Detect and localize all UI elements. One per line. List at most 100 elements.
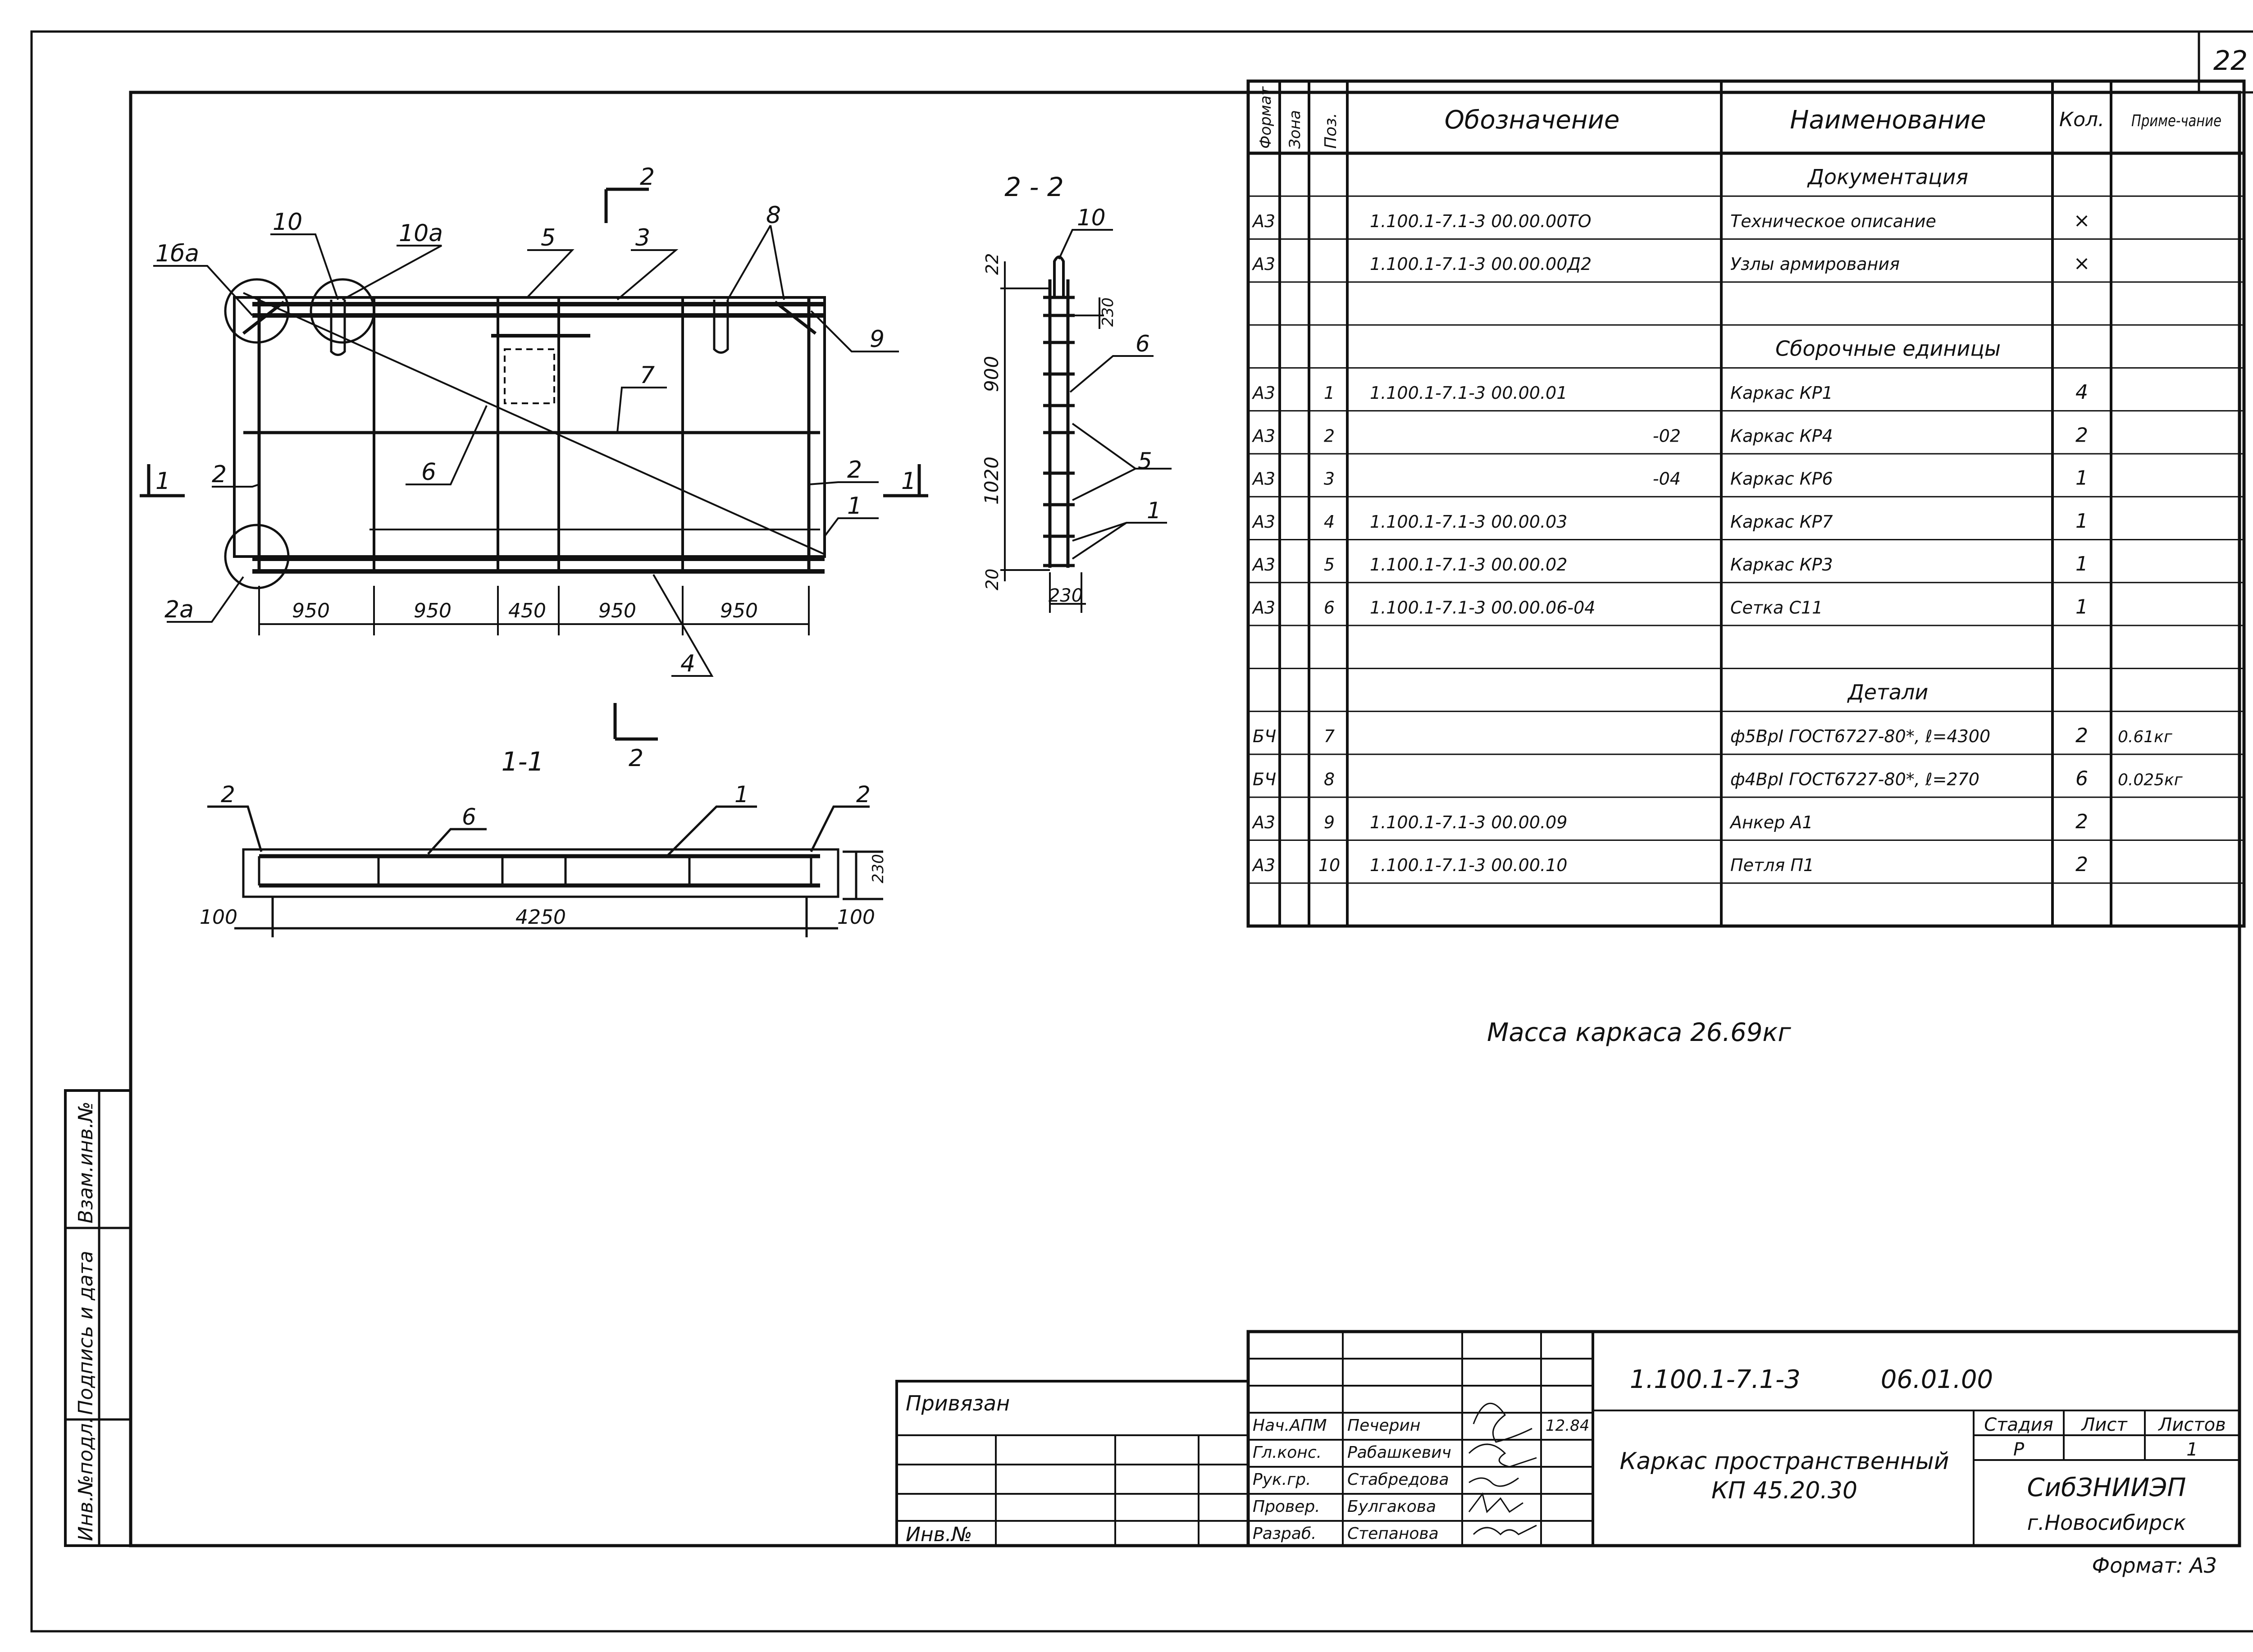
privyazan-label: Привязан [906,1391,1010,1415]
stage-label: Стадия [1984,1415,2053,1435]
section-22-callout-10: 10 [1077,205,1106,231]
spec-cell-format: А3 [1251,812,1275,832]
spec-header-qty: Кол. [2059,108,2104,131]
spec-cell-name: Техническое описание [1730,211,1936,231]
spec-cell-qty: 2 [2075,724,2088,747]
spec-cell-name: Каркас КР1 [1730,383,1833,403]
spec-cell-pos: 3 [1324,469,1335,489]
spec-cell-name: Сетка С11 [1730,598,1823,617]
role-2: Рук.гр. [1253,1470,1311,1489]
plan-callout-4: 4 [680,650,695,677]
spec-cell-pos: 4 [1324,512,1335,532]
spec-cell-format: А3 [1251,855,1275,875]
org-name: СибЗНИИЭП [2027,1473,2186,1502]
plan-leaders [153,225,899,677]
spec-cell-name: Каркас КР3 [1730,555,1833,575]
section-22-dim-900: 900 [981,356,1003,392]
spec-cell-name: Каркас КР6 [1730,469,1833,489]
loop-right [713,300,729,354]
plan-callout-10: 10 [273,209,302,236]
section-22-title: 2 - 2 [1004,172,1064,202]
spec-cell-name: Узлы армирования [1730,254,1900,274]
role-1-person: Рабашкевич [1347,1443,1451,1462]
spec-cell-qty: 6 [2075,767,2088,790]
spec-cell-pos: 2 [1324,426,1335,446]
side-stamp: Инв.№подл. Подпись и дата Взам.инв.№ [64,1089,132,1547]
spec-cell-format: А3 [1251,469,1275,489]
page-number-box [2198,30,2253,94]
spec-cell-designation: 1.100.1-7.1-3 00.00.02 [1370,555,1567,575]
spec-cell-format: А3 [1251,426,1275,446]
format-label: Формат: А3 [2092,1553,2217,1578]
side-stamp-inv-orig: Инв.№подл. [74,1417,97,1541]
spec-cell-note: 0.025кг [2118,771,2183,789]
outer-border [30,30,2253,1633]
spec-section-title: Сборочные единицы [1775,337,2001,361]
spec-cell-name: Каркас КР4 [1730,426,1833,446]
spec-cell-format: А3 [1251,555,1275,575]
org-city: г.Новосибирск [2027,1511,2186,1535]
role-4-person: Степанова [1347,1524,1439,1543]
spec-cell-format: А3 [1251,211,1275,231]
spec-cell-designation: 1.100.1-7.1-3 00.00.03 [1370,512,1567,532]
spec-cell-designation: 1.100.1-7.1-3 00.00.09 [1370,812,1567,832]
spec-cell-designation: 1.100.1-7.1-3 00.00.06-04 [1370,598,1595,617]
side-stamp-sign-date: Подпись и дата [74,1251,97,1415]
spec-header-zone: Зона [1286,110,1304,149]
role-3: Провер. [1253,1497,1320,1516]
sheets-label: Листов [2157,1415,2226,1435]
plan-dim-2: 950 [414,599,452,622]
plan-callout-1: 1 [847,493,862,520]
section-11-callout-2-left: 2 [221,781,235,808]
section-22-dim-22: 22 [982,253,1002,275]
spec-cell-qty: 1 [2075,510,2088,533]
section-marks-plan [140,187,928,741]
section-22-dim-1020: 1020 [981,456,1003,505]
spec-cell-designation: -02 [1653,426,1681,446]
plan-callout-8: 8 [766,202,781,229]
mass-note: Масса каркаса 26.69кг [1487,1018,1791,1047]
spec-cell-qty: × [2074,252,2090,275]
detail-circle-2a [224,524,290,589]
spec-header-name: Наименование [1790,105,1986,135]
plan-callout-6: 6 [421,459,436,486]
spec-cell-name: Каркас КР7 [1730,512,1833,532]
spec-cell-qty: × [2074,209,2090,232]
plan-callout-10a: 10а [399,220,443,247]
detail-circle-1ba [224,278,290,344]
plan-callout-7: 7 [640,362,655,389]
section-11-outline [242,848,839,898]
section-11-callout-2-right: 2 [856,781,871,808]
sheet-label: Лист [2080,1415,2128,1435]
diagonal-mesh [243,292,825,555]
spec-cell-pos: 7 [1324,726,1335,746]
spec-header-pos: Поз. [1322,113,1340,149]
plan-callout-5: 5 [541,224,556,251]
plan-dimension-line [258,586,810,635]
section-11-dim-100-left: 100 [200,906,237,929]
spec-cell-qty: 1 [2075,595,2088,618]
plan-section-mark-1-left: 1 [155,468,170,495]
plan-view: 1ба 10 10а 5 3 8 9 7 6 2 2 1 2а 4 2 2 1 … [140,164,928,772]
privyazan-block: Привязан Инв.№ [895,1380,1250,1547]
role-2-person: Стабредова [1347,1470,1449,1489]
spec-cell-name: Анкер А1 [1729,812,1813,832]
spec-cell-pos: 9 [1324,812,1335,832]
plan-callout-1ba: 1ба [155,240,199,267]
spec-cell-name: ф4ВрI ГОСТ6727-80*, ℓ=270 [1730,769,1979,789]
spec-cell-name: Петля П1 [1730,855,1814,875]
spec-cell-pos: 10 [1318,855,1340,875]
plan-dim-1: 950 [292,599,330,622]
anchor-left [242,301,285,335]
spec-section-title: Документация [1807,165,1968,189]
plan-callout-9: 9 [870,326,885,353]
section-22-dim-230-bottom: 230 [1049,585,1083,606]
spec-cell-format: БЧ [1253,726,1276,746]
stage-value: Р [2013,1439,2025,1460]
role-1: Гл.конс. [1253,1443,1322,1462]
role-0-person: Печерин [1347,1416,1420,1435]
spec-header-note: Приме-чание [2131,112,2221,130]
object-title-2: КП 45.20.30 [1711,1477,1857,1504]
loop-left [330,300,346,356]
